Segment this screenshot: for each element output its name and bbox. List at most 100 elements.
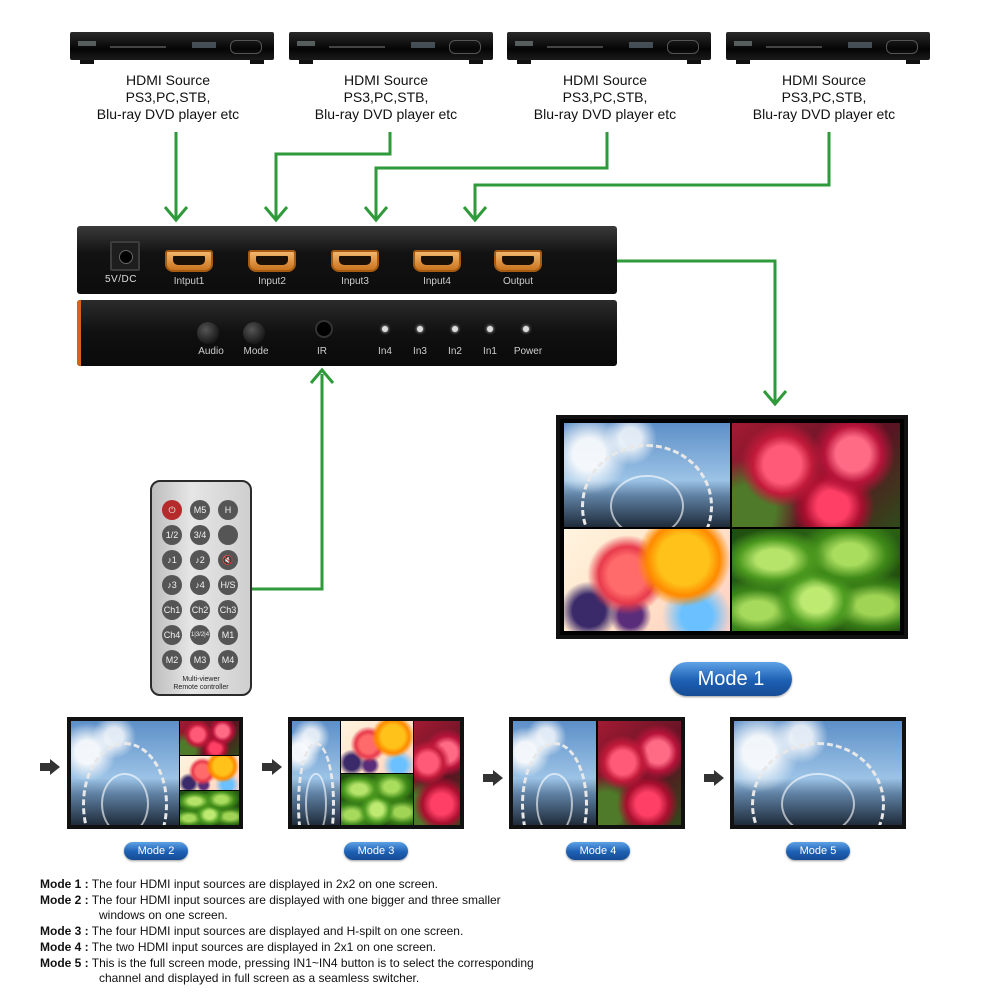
remote-audio2-button[interactable]: ♪2 — [190, 550, 210, 570]
mode1-description: Mode 1 : The four HDMI input sources are… — [40, 877, 438, 892]
source-label-1: HDMI Source PS3,PC,STB, Blu-ray DVD play… — [58, 72, 278, 123]
panel-roses — [732, 423, 900, 527]
panel-leaves — [341, 774, 413, 825]
mode-label: Mode — [243, 346, 269, 357]
desc-label: Mode 5 : — [40, 956, 89, 970]
source-label-3: HDMI Source PS3,PC,STB, Blu-ray DVD play… — [495, 72, 715, 123]
mode-button[interactable] — [243, 322, 265, 344]
arrow-mode4 — [483, 774, 493, 782]
display-mode3 — [288, 717, 464, 829]
panel-fruit — [180, 756, 239, 790]
panel-fruit — [564, 529, 730, 631]
desc-label: Mode 4 : — [40, 940, 89, 954]
display-mode4 — [509, 717, 685, 829]
arrow-mode2-head — [50, 759, 60, 775]
led-label-in1: In1 — [483, 346, 497, 357]
remote-caption: Multi-viewer Remote controller — [152, 676, 250, 692]
hdmi-input4-port[interactable] — [413, 250, 461, 274]
remote-button[interactable]: M5 — [190, 500, 210, 520]
remote-audio1-button[interactable]: ♪1 — [162, 550, 182, 570]
remote-button[interactable]: M2 — [162, 650, 182, 670]
desc-label: Mode 1 : — [40, 877, 89, 891]
source-label-4: HDMI Source PS3,PC,STB, Blu-ray DVD play… — [714, 72, 934, 123]
remote-button[interactable]: 3/4 — [190, 525, 210, 545]
led-in3 — [417, 326, 423, 332]
mode5-description-cont: channel and displayed in full screen as … — [99, 971, 420, 985]
mode5-badge: Mode 5 — [786, 842, 850, 860]
remote-mute-button[interactable]: 🔇 — [218, 550, 238, 570]
remote-button[interactable]: Ch4 — [162, 625, 182, 645]
panel-ferris-wheel — [564, 423, 730, 527]
source-label-line: HDMI Source — [562, 72, 648, 88]
panel-roses — [180, 721, 239, 755]
port-label-input2: Input2 — [258, 276, 286, 287]
source-label-line: Blu-ray DVD player etc — [314, 106, 458, 122]
remote-power-button[interactable]: ⏻ — [162, 500, 182, 520]
port-label-input4: Input4 — [423, 276, 451, 287]
remote-button-blank[interactable] — [218, 525, 238, 545]
remote-button[interactable]: M3 — [190, 650, 210, 670]
desc-text: The two HDMI input sources are displayed… — [91, 940, 436, 954]
led-in1 — [487, 326, 493, 332]
desc-text: This is the full screen mode, pressing I… — [91, 956, 534, 970]
arrowhead-input2 — [263, 206, 289, 223]
led-in2 — [452, 326, 458, 332]
hdmi-output-port[interactable] — [494, 250, 542, 274]
remote-button[interactable]: 1/2 — [162, 525, 182, 545]
wire-remote-ir — [252, 374, 324, 591]
source-player-3 — [507, 28, 711, 64]
source-player-4 — [726, 28, 930, 64]
led-power — [523, 326, 529, 332]
mode1-badge: Mode 1 — [670, 662, 792, 696]
audio-button[interactable] — [197, 322, 219, 344]
remote-button[interactable]: Ch2 — [190, 600, 210, 620]
source-label-2: HDMI Source PS3,PC,STB, Blu-ray DVD play… — [276, 72, 496, 123]
remote-button[interactable]: H — [218, 500, 238, 520]
panel-ferris-wheel — [292, 721, 340, 825]
switcher-back-panel: 5V/DC Intput1 Input2 Input3 Input4 Outpu… — [77, 226, 617, 294]
desc-label: Mode 3 : — [40, 924, 89, 938]
led-label-in2: In2 — [448, 346, 462, 357]
remote-button[interactable]: M4 — [218, 650, 238, 670]
ir-label: IR — [317, 346, 327, 357]
source-label-line: Blu-ray DVD player etc — [96, 106, 240, 122]
mode4-badge: Mode 4 — [566, 842, 630, 860]
led-in4 — [382, 326, 388, 332]
mode3-badge: Mode 3 — [344, 842, 408, 860]
led-label-in4: In4 — [378, 346, 392, 357]
led-label-power: Power — [513, 346, 543, 357]
arrow-mode2 — [40, 763, 50, 771]
arrowhead-input4 — [462, 206, 488, 223]
arrowhead-display — [762, 390, 788, 407]
remote-split-button[interactable]: 1|3/2|4 — [190, 625, 210, 645]
remote-controller: ⏻ M5 H 1/2 3/4 ♪1 ♪2 🔇 ♪3 ♪4 H/S Ch1 Ch2… — [150, 480, 252, 696]
remote-audio4-button[interactable]: ♪4 — [190, 575, 210, 595]
front-panel-accent — [77, 300, 81, 366]
source-label-line: HDMI Source — [343, 72, 429, 88]
remote-button[interactable]: M1 — [218, 625, 238, 645]
arrow-mode5-head — [714, 770, 724, 786]
mode3-description: Mode 3 : The four HDMI input sources are… — [40, 924, 463, 939]
arrow-mode3 — [262, 763, 272, 771]
wire-source3-input3 — [374, 132, 609, 218]
port-label-input1: Intput1 — [173, 276, 205, 287]
arrowhead-input1 — [163, 206, 189, 223]
mode2-badge: Mode 2 — [124, 842, 188, 860]
remote-audio3-button[interactable]: ♪3 — [162, 575, 182, 595]
display-mode5 — [730, 717, 906, 829]
hdmi-input3-port[interactable] — [331, 250, 379, 274]
switcher-front-panel: Audio Mode IR In4 In3 In2 In1 Power — [77, 300, 617, 366]
remote-button[interactable]: Ch1 — [162, 600, 182, 620]
hdmi-input1-port[interactable] — [165, 250, 213, 274]
desc-text: The four HDMI input sources are displaye… — [91, 924, 464, 938]
mode2-description: Mode 2 : The four HDMI input sources are… — [40, 893, 501, 908]
dc-label: 5V/DC — [105, 274, 137, 285]
arrowhead-input3 — [363, 206, 389, 223]
remote-button[interactable]: H/S — [218, 575, 238, 595]
panel-ferris-wheel — [513, 721, 596, 825]
hdmi-input2-port[interactable] — [248, 250, 296, 274]
remote-button[interactable]: Ch3 — [218, 600, 238, 620]
source-label-line: HDMI Source — [781, 72, 867, 88]
dc-power-jack[interactable] — [110, 241, 140, 271]
